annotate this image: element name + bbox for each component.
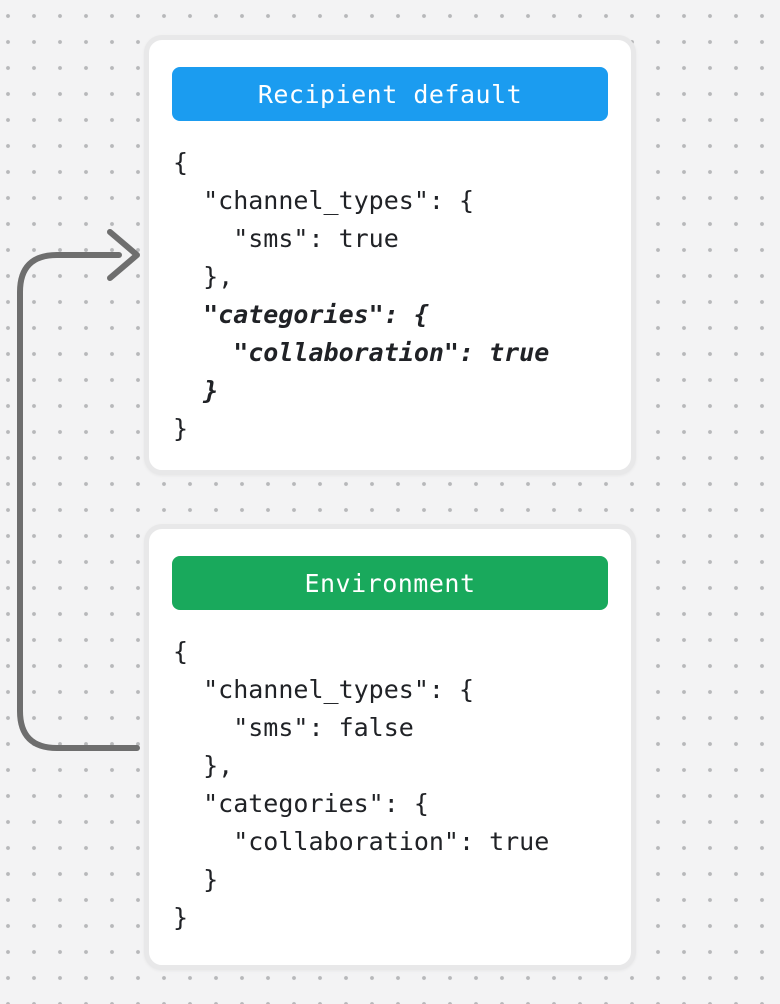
card-environment: Environment { "channel_types": { "sms": … [144,524,636,970]
code-line: "collaboration": true [173,338,550,367]
code-line: "collaboration": true [173,827,550,856]
code-line: "sms": false [173,713,414,742]
arrow-head-icon [107,229,140,281]
environment-header-badge: Environment [172,556,608,610]
recipient-default-header-badge: Recipient default [172,67,608,121]
code-line: }, [173,262,234,291]
code-line: } [173,414,189,443]
code-line: }, [173,751,234,780]
code-line: "sms": true [173,224,399,253]
environment-json-block: { "channel_types": { "sms": false }, "ca… [149,633,631,937]
recipient-default-json-block: { "channel_types": { "sms": true }, "cat… [149,144,631,448]
arrow-shaft [17,252,140,751]
code-line: } [173,865,219,894]
code-line: } [173,376,219,405]
recipient-default-title: Recipient default [257,79,523,109]
code-line: } [173,903,189,932]
card-recipient-default: Recipient default { "channel_types": { "… [144,35,636,475]
code-line: "channel_types": { [173,186,475,215]
code-line: "categories": { [173,789,429,818]
environment-title: Environment [304,568,476,598]
code-line: "categories": { [173,300,429,329]
merge-flow-arrow [17,229,140,751]
code-line: { [173,637,189,666]
code-line: "channel_types": { [173,675,475,704]
code-line: { [173,148,189,177]
